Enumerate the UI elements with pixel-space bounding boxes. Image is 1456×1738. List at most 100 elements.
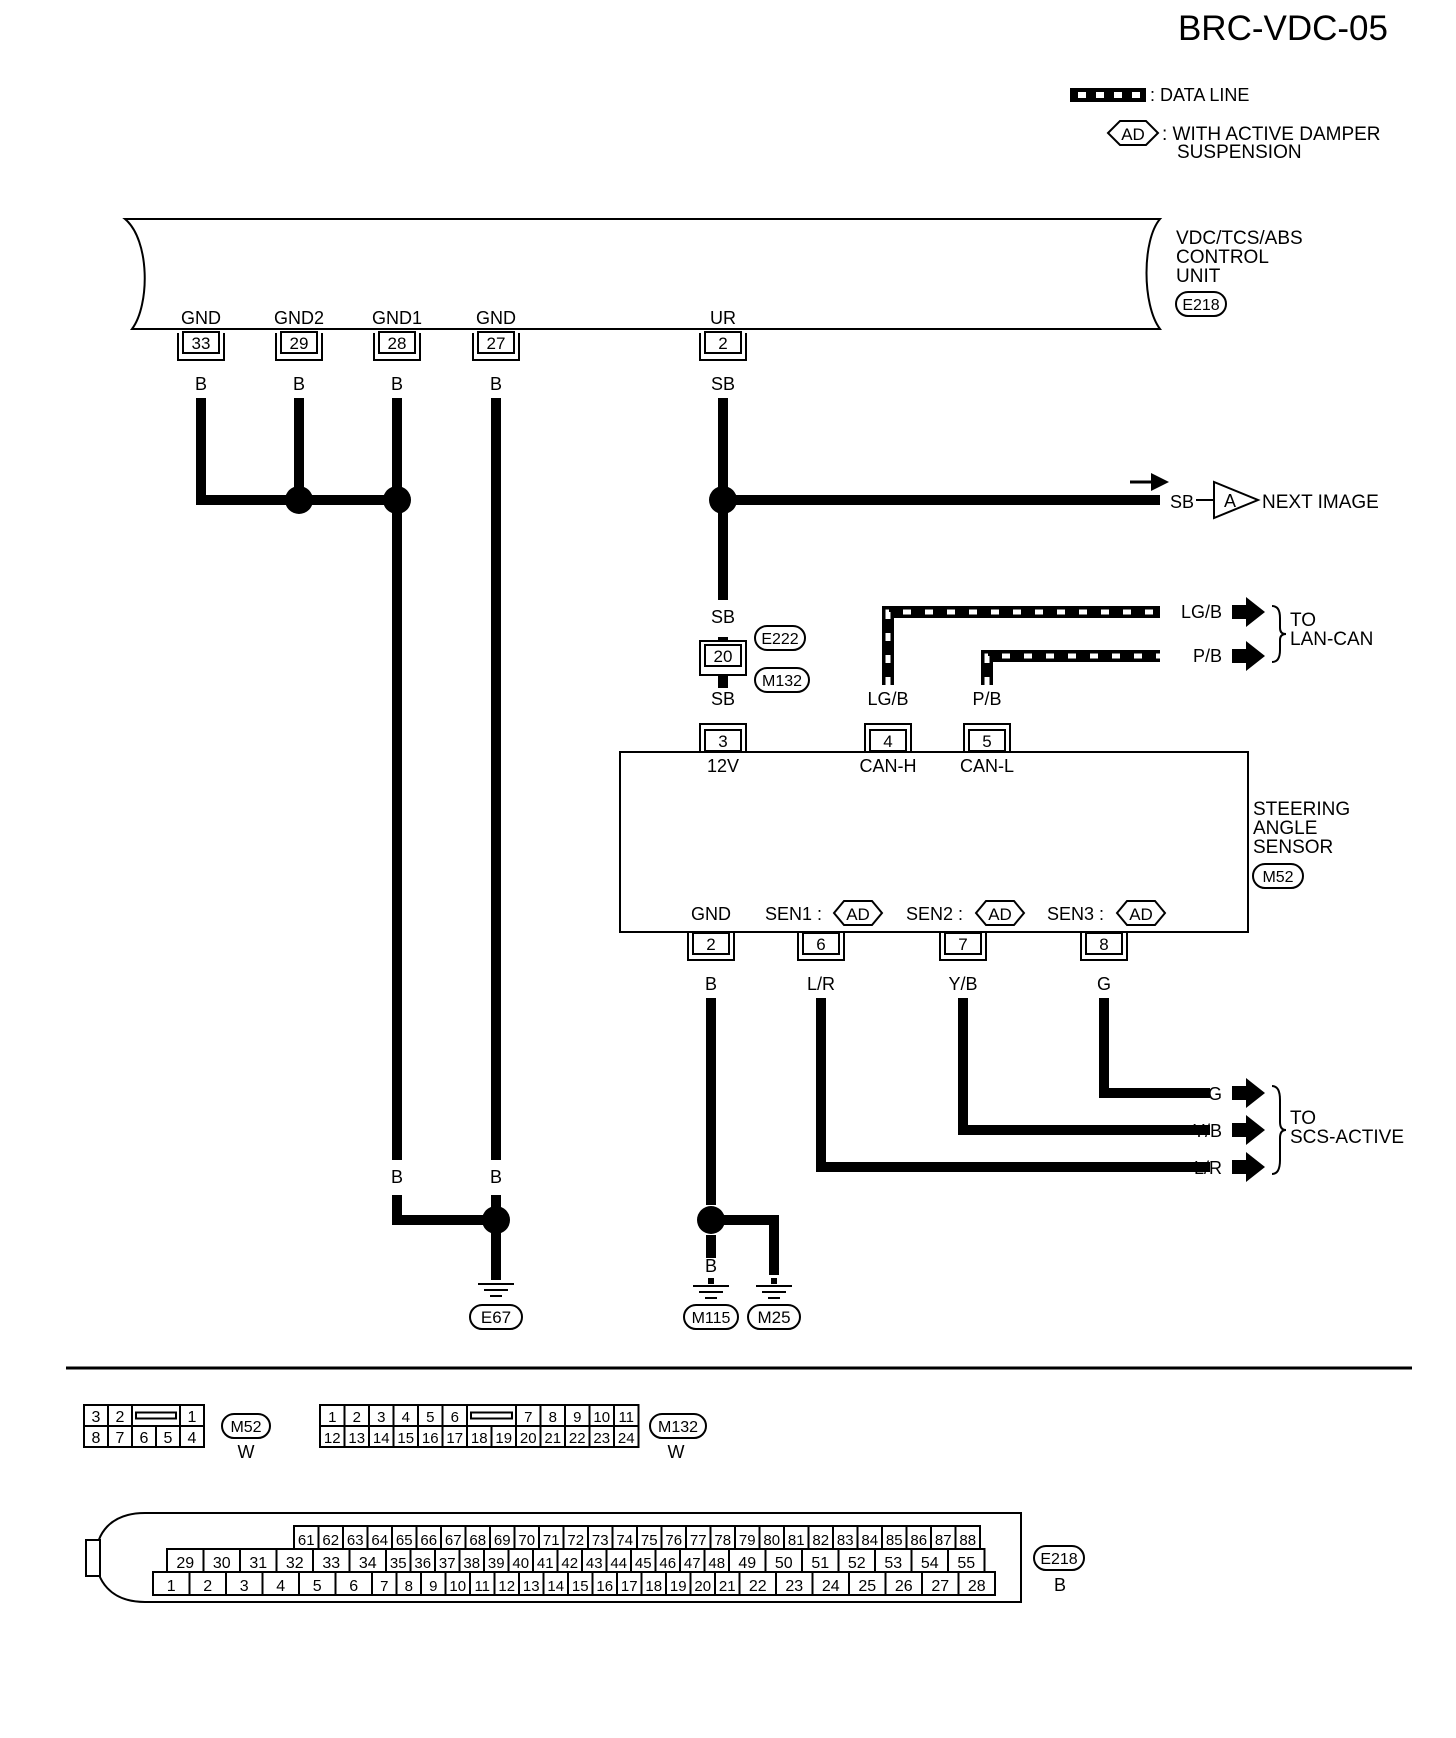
ad-symbol: AD <box>1115 900 1167 926</box>
next-image-wire: SB <box>1170 492 1194 512</box>
svg-text:E218: E218 <box>1040 1551 1077 1568</box>
svg-text:M132: M132 <box>658 1419 698 1436</box>
svg-text:Y/B: Y/B <box>948 974 977 994</box>
terminal-number: 18 <box>645 1578 662 1595</box>
ground-tag-e67: E67 <box>469 1304 523 1330</box>
terminal-number: 55 <box>957 1555 975 1572</box>
terminal-number: 14 <box>547 1578 564 1595</box>
terminal-number: 22 <box>569 1430 586 1447</box>
terminal-number: 15 <box>572 1578 589 1595</box>
terminal-number: 50 <box>775 1555 793 1572</box>
svg-text:SB: SB <box>711 374 735 394</box>
m115-wire: B <box>705 1256 717 1276</box>
svg-text:GND: GND <box>476 308 516 328</box>
terminal-number: 15 <box>397 1430 414 1447</box>
terminal-number: 84 <box>861 1532 878 1549</box>
cu-pin-27: GND 27 B <box>472 308 520 394</box>
svg-text:L/R: L/R <box>807 974 835 994</box>
terminal-number: 24 <box>618 1430 635 1447</box>
terminal-number: 20 <box>520 1430 537 1447</box>
arrow-icon <box>1232 641 1265 671</box>
svg-text:SEN1 :: SEN1 : <box>765 904 822 924</box>
terminal-number: 40 <box>512 1555 529 1572</box>
connector-tag-e218-face: E218 <box>1033 1545 1085 1571</box>
cu-pin-29: GND2 29 B <box>274 308 324 394</box>
arrow-icon <box>1232 1078 1265 1108</box>
svg-text:M25: M25 <box>757 1308 790 1327</box>
svg-text:B: B <box>293 374 305 394</box>
arrow-icon <box>1232 1152 1265 1182</box>
svg-text:4: 4 <box>883 732 892 751</box>
next-image-text: NEXT IMAGE <box>1262 492 1379 513</box>
terminal-number: 46 <box>659 1555 676 1572</box>
terminal-number: 10 <box>593 1409 610 1426</box>
scs-text-2: SCS-ACTIVE <box>1290 1127 1404 1148</box>
svg-text:E222: E222 <box>761 631 798 648</box>
terminal-number: 8 <box>92 1430 101 1447</box>
svg-text:E67: E67 <box>481 1308 511 1327</box>
svg-text:GND2: GND2 <box>274 308 324 328</box>
terminal-number: 68 <box>469 1532 486 1549</box>
ground-wires <box>196 398 501 1280</box>
svg-text:12V: 12V <box>707 756 739 776</box>
terminal-number: 49 <box>738 1555 756 1572</box>
connector-tag-m132-face: M132 <box>649 1413 707 1439</box>
terminal-number: 4 <box>188 1430 197 1447</box>
svg-text:SB: SB <box>711 689 735 709</box>
terminal-number: 70 <box>518 1532 535 1549</box>
svg-text:AD: AD <box>988 905 1012 924</box>
m25-wire: B <box>768 1256 780 1276</box>
terminal-number: 16 <box>422 1430 439 1447</box>
terminal-number: 6 <box>140 1430 149 1447</box>
arrow-icon <box>1232 1115 1265 1145</box>
terminal-number: 23 <box>593 1430 610 1447</box>
terminal-number: 52 <box>848 1555 866 1572</box>
terminal-number: 26 <box>895 1578 913 1595</box>
terminal-number: 3 <box>240 1578 249 1595</box>
svg-text:7: 7 <box>958 935 967 954</box>
terminal-number: 11 <box>474 1578 490 1595</box>
svg-text:M52: M52 <box>1262 869 1293 886</box>
e67-wire-left: B <box>391 1167 403 1187</box>
terminal-number: 71 <box>543 1532 560 1549</box>
terminal-number: 88 <box>959 1532 976 1549</box>
terminal-number: 36 <box>414 1555 431 1572</box>
svg-text:27: 27 <box>487 334 506 353</box>
control-unit-name-3: UNIT <box>1176 266 1221 287</box>
terminal-number: 61 <box>298 1532 315 1549</box>
terminal-number: 5 <box>426 1409 434 1426</box>
terminal-number: 27 <box>931 1578 949 1595</box>
terminal-number: 32 <box>286 1555 304 1572</box>
svg-text:B: B <box>490 374 502 394</box>
terminal-number: 76 <box>665 1532 682 1549</box>
terminal-number: 35 <box>390 1555 407 1572</box>
sensor-pin-2: GND 2 B <box>687 904 735 994</box>
legend-ad-text: : WITH ACTIVE DAMPER <box>1162 124 1381 145</box>
junction-connector-20: SB 20 SB <box>699 607 747 709</box>
terminal-number: 4 <box>276 1578 285 1595</box>
control-unit-name-1: VDC/TCS/ABS <box>1176 228 1303 249</box>
terminal-number: 1 <box>188 1409 197 1426</box>
svg-text:6: 6 <box>816 935 825 954</box>
terminal-number: 8 <box>405 1578 413 1595</box>
terminal-number: 12 <box>324 1430 341 1447</box>
sensor-name-3: SENSOR <box>1253 837 1333 858</box>
terminal-number: 24 <box>822 1578 840 1595</box>
terminal-number: 5 <box>313 1578 322 1595</box>
sensor-pin-3: 3 12V <box>699 723 747 776</box>
svg-text:CAN-H: CAN-H <box>860 756 917 776</box>
terminal-number: 53 <box>884 1555 902 1572</box>
connector-tag-m132: M132 <box>754 667 810 693</box>
terminal-number: 11 <box>618 1409 634 1426</box>
terminal-number: 5 <box>164 1430 173 1447</box>
terminal-number: 67 <box>445 1532 462 1549</box>
svg-text:SB: SB <box>711 607 735 627</box>
svg-text:A: A <box>1224 491 1236 511</box>
svg-text:SEN3 :: SEN3 : <box>1047 904 1104 924</box>
terminal-number: 8 <box>549 1409 557 1426</box>
legend-data-line: : DATA LINE <box>1150 85 1249 105</box>
data-line-can-l <box>981 650 1160 685</box>
